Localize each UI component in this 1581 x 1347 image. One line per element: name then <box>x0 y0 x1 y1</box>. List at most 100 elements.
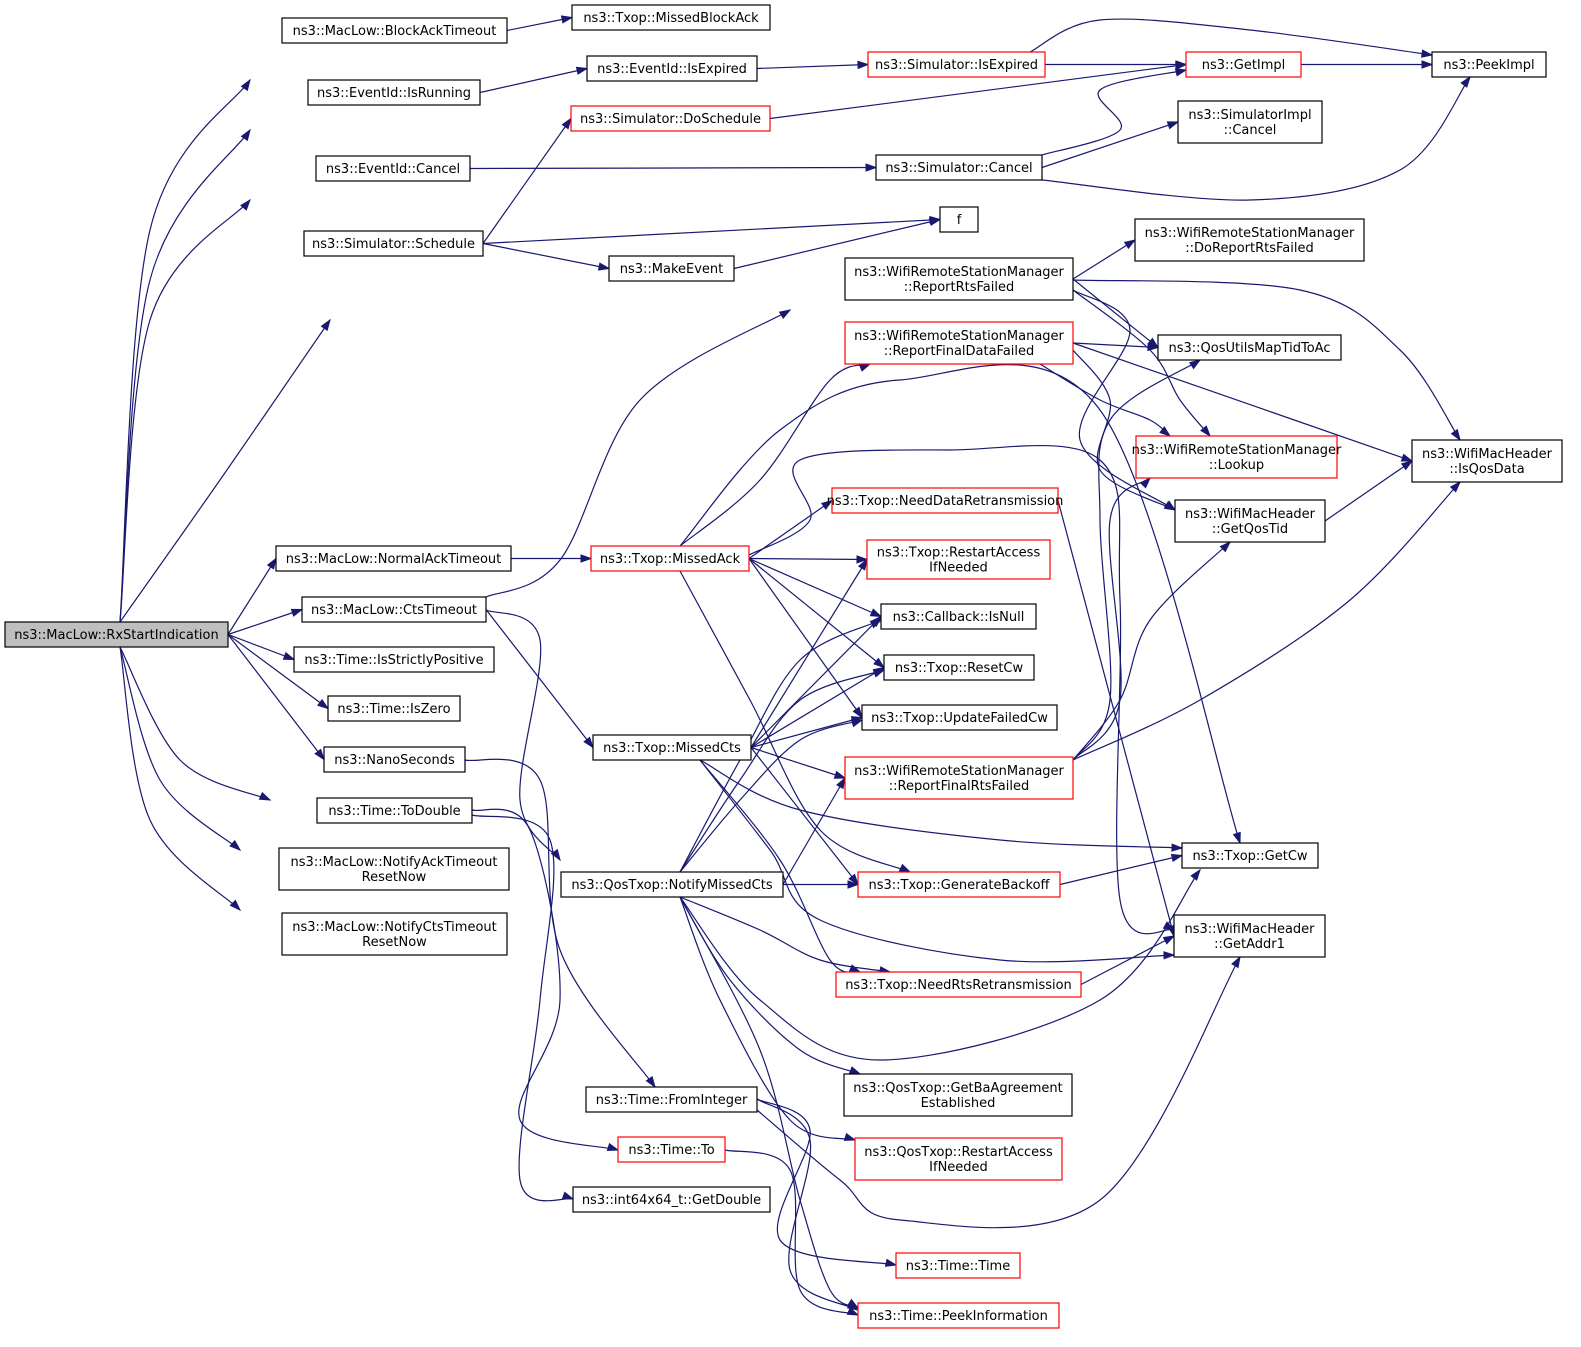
node-evcancel[interactable]: ns3::EventId::Cancel <box>315 155 471 182</box>
node-repfrf[interactable]: ns3::WifiRemoteStationManager::ReportFin… <box>844 756 1074 800</box>
node-simimplc[interactable]: ns3::SimulatorImpl::Cancel <box>1177 100 1323 144</box>
node-getcw[interactable]: ns3::Txop::GetCw <box>1181 842 1319 869</box>
node-box[interactable] <box>844 257 1074 301</box>
node-dosched[interactable]: ns3::Simulator::DoSchedule <box>570 105 771 132</box>
node-isr[interactable]: ns3::EventId::IsRunning <box>307 79 481 106</box>
node-box[interactable] <box>592 734 752 761</box>
node-misscts[interactable]: ns3::Txop::MissedCts <box>592 734 752 761</box>
node-box[interactable] <box>316 797 473 824</box>
node-box[interactable] <box>301 596 487 623</box>
node-box[interactable] <box>586 55 758 82</box>
node-box[interactable] <box>883 654 1035 681</box>
node-box[interactable] <box>1173 914 1326 958</box>
node-bat[interactable]: ns3::MacLow::BlockAckTimeout <box>281 17 508 44</box>
node-box[interactable] <box>831 487 1059 514</box>
node-f[interactable]: f <box>939 206 979 233</box>
node-box[interactable] <box>1135 435 1338 479</box>
node-box[interactable] <box>843 1073 1073 1117</box>
node-simexp[interactable]: ns3::Simulator::IsExpired <box>867 51 1046 78</box>
node-getimpl[interactable]: ns3::GetImpl <box>1185 51 1302 78</box>
node-box[interactable] <box>571 4 771 31</box>
node-box[interactable] <box>867 51 1046 78</box>
node-box[interactable] <box>895 1252 1021 1279</box>
node-gqt[interactable]: ns3::WifiMacHeader::GetQosTid <box>1174 499 1326 543</box>
node-simcancel[interactable]: ns3::Simulator::Cancel <box>875 154 1043 181</box>
node-iszero[interactable]: ns3::Time::IsZero <box>327 695 461 722</box>
node-box[interactable] <box>844 756 1074 800</box>
node-box[interactable] <box>590 545 750 572</box>
node-box[interactable] <box>1157 334 1342 361</box>
node-timetime[interactable]: ns3::Time::Time <box>895 1252 1021 1279</box>
node-mba[interactable]: ns3::Txop::MissedBlockAck <box>571 4 771 31</box>
node-box[interactable] <box>281 17 508 44</box>
node-box[interactable] <box>4 621 229 648</box>
node-resetcw[interactable]: ns3::Txop::ResetCw <box>883 654 1035 681</box>
node-box[interactable] <box>1411 439 1563 483</box>
node-box[interactable] <box>1174 499 1326 543</box>
node-lookup[interactable]: ns3::WifiRemoteStationManager::Lookup <box>1132 435 1342 479</box>
node-peekinfo[interactable]: ns3::Time::PeekInformation <box>857 1302 1060 1329</box>
node-nmc[interactable]: ns3::QosTxop::NotifyMissedCts <box>560 871 784 898</box>
node-nano[interactable]: ns3::NanoSeconds <box>323 746 466 773</box>
node-box[interactable] <box>844 321 1074 365</box>
node-box[interactable] <box>1134 218 1365 262</box>
node-box[interactable] <box>861 704 1058 731</box>
node-box[interactable] <box>880 603 1037 630</box>
node-box[interactable] <box>1431 51 1547 78</box>
node-getdbl[interactable]: ns3::int64x64_t::GetDouble <box>572 1186 771 1213</box>
node-nrr[interactable]: ns3::Txop::NeedRtsRetransmission <box>835 971 1082 998</box>
node-box[interactable] <box>866 539 1051 580</box>
node-box[interactable] <box>939 206 979 233</box>
node-box[interactable] <box>617 1136 726 1163</box>
node-dorep[interactable]: ns3::WifiRemoteStationManager::DoReportR… <box>1134 218 1365 262</box>
node-box[interactable] <box>1181 842 1319 869</box>
node-nat[interactable]: ns3::MacLow::NormalAckTimeout <box>275 545 512 572</box>
node-strict[interactable]: ns3::Time::IsStrictlyPositive <box>293 646 495 673</box>
node-rx[interactable]: ns3::MacLow::RxStartIndication <box>4 621 229 648</box>
node-addr1[interactable]: ns3::WifiMacHeader::GetAddr1 <box>1173 914 1326 958</box>
node-box[interactable] <box>560 871 784 898</box>
node-fromint[interactable]: ns3::Time::FromInteger <box>585 1086 758 1113</box>
node-box[interactable] <box>1185 51 1302 78</box>
node-cto[interactable]: ns3::MacLow::CtsTimeout <box>301 596 487 623</box>
node-box[interactable] <box>572 1186 771 1213</box>
node-box[interactable] <box>570 105 771 132</box>
node-ndr[interactable]: ns3::Txop::NeedDataRetransmission <box>827 487 1064 514</box>
node-qosmap[interactable]: ns3::QosUtilsMapTidToAc <box>1157 334 1342 361</box>
node-box[interactable] <box>303 230 484 257</box>
node-missack[interactable]: ns3::Txop::MissedAck <box>590 545 750 572</box>
node-box[interactable] <box>307 79 481 106</box>
node-box[interactable] <box>315 155 471 182</box>
node-box[interactable] <box>327 695 461 722</box>
node-box[interactable] <box>585 1086 758 1113</box>
node-sched[interactable]: ns3::Simulator::Schedule <box>303 230 484 257</box>
node-box[interactable] <box>608 255 735 282</box>
node-box[interactable] <box>281 912 508 956</box>
node-box[interactable] <box>1177 100 1323 144</box>
node-box[interactable] <box>875 154 1043 181</box>
node-peekimpl[interactable]: ns3::PeekImpl <box>1431 51 1547 78</box>
node-box[interactable] <box>854 1137 1063 1181</box>
node-isqos[interactable]: ns3::WifiMacHeader::IsQosData <box>1411 439 1563 483</box>
node-box[interactable] <box>293 646 495 673</box>
node-box[interactable] <box>275 545 512 572</box>
node-reprts[interactable]: ns3::WifiRemoteStationManager::ReportRts… <box>844 257 1074 301</box>
node-isexp[interactable]: ns3::EventId::IsExpired <box>586 55 758 82</box>
node-mkev[interactable]: ns3::MakeEvent <box>608 255 735 282</box>
node-todbl[interactable]: ns3::Time::ToDouble <box>316 797 473 824</box>
node-timeto[interactable]: ns3::Time::To <box>617 1136 726 1163</box>
node-repfdf[interactable]: ns3::WifiRemoteStationManager::ReportFin… <box>844 321 1074 365</box>
node-ufcw[interactable]: ns3::Txop::UpdateFailedCw <box>861 704 1058 731</box>
node-box[interactable] <box>278 847 510 891</box>
node-box[interactable] <box>857 1302 1060 1329</box>
node-cbnull[interactable]: ns3::Callback::IsNull <box>880 603 1037 630</box>
node-box[interactable] <box>835 971 1082 998</box>
node-box[interactable] <box>323 746 466 773</box>
node-box[interactable] <box>857 871 1061 898</box>
node-genbo[interactable]: ns3::Txop::GenerateBackoff <box>857 871 1061 898</box>
